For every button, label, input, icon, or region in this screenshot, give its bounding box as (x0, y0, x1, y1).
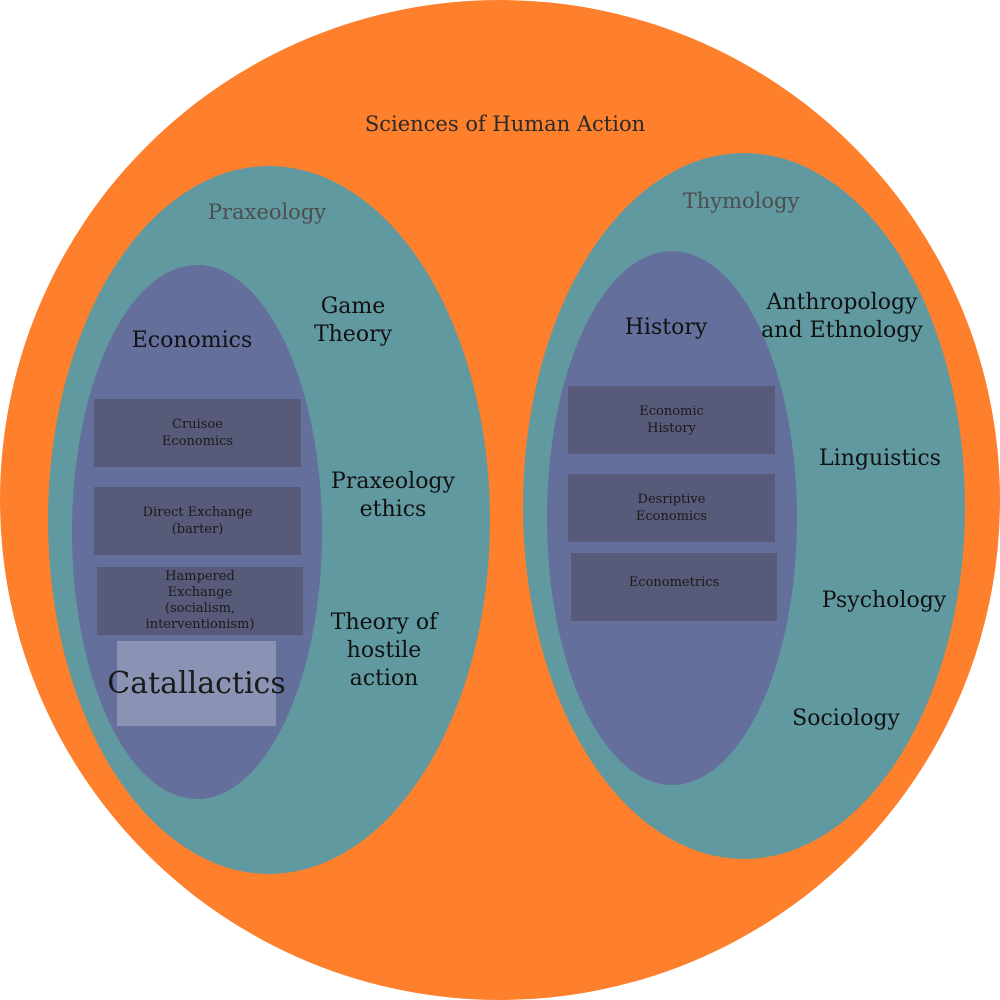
econometrics-box: Econometrics (571, 553, 777, 621)
sociology-label: Sociology (792, 706, 900, 731)
hampered-exchange-box: Hampered Exchange (socialism, interventi… (97, 567, 303, 635)
catallactics-box: Catallactics (107, 641, 286, 726)
crusoe-economics-box: Cruisoe Economics (94, 399, 301, 467)
anthropology-ethnology-label: Anthropology and Ethnology (761, 290, 923, 344)
game-theory-label: Game Theory (313, 294, 393, 348)
psychology-label: Psychology (821, 588, 947, 613)
theory-of-hostile-action-label: Theory of hostile action (330, 610, 438, 692)
history-label: History (624, 315, 708, 340)
economics-label: Economics (131, 328, 253, 353)
thymology-label: Thymology (682, 189, 800, 213)
diagram-title: Sciences of Human Action (364, 112, 646, 136)
descriptive-economics-box: Desriptive Economics (568, 474, 775, 542)
catallactics-label: Catallactics (107, 666, 286, 701)
direct-exchange-box: Direct Exchange (barter) (94, 487, 301, 555)
praxeology-ethics-label: Praxeology ethics (331, 469, 455, 523)
economic-history-box: Economic History (568, 386, 775, 454)
praxeology-label: Praxeology (207, 200, 327, 224)
linguistics-label: Linguistics (819, 446, 941, 471)
